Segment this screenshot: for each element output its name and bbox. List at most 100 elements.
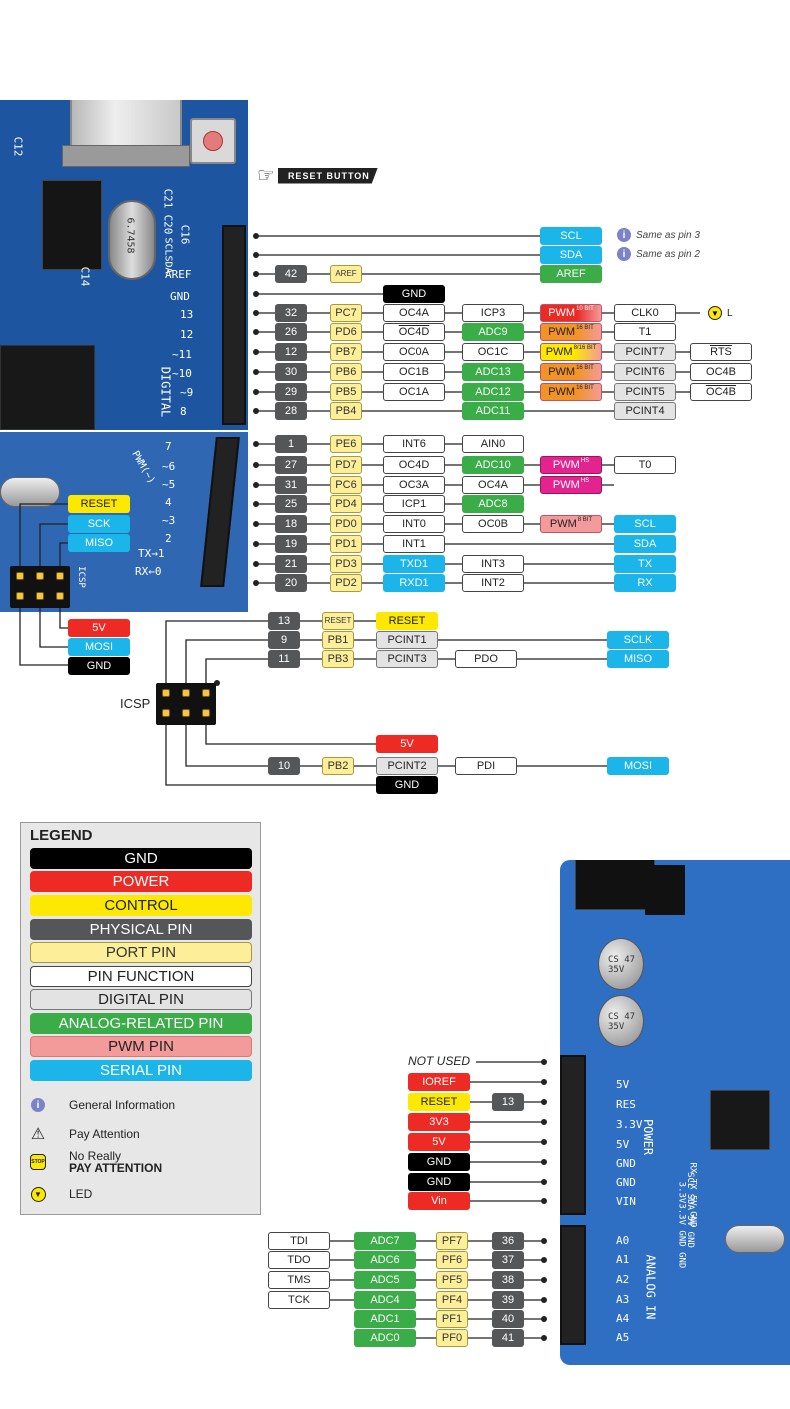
pin9-phys: 29 — [275, 383, 307, 401]
power-reset-phys: 13 — [492, 1093, 524, 1111]
pin9-func3: OC4B — [690, 383, 752, 401]
pin1-port: PD3 — [330, 555, 362, 573]
icsp-miso-digital: PCINT3 — [376, 650, 438, 668]
icsp-mosi-phys: 10 — [268, 757, 300, 775]
mcu-chip — [0, 345, 95, 430]
silk2-5v: 5V — [616, 1078, 630, 1091]
silk-num-8: 8 — [180, 405, 187, 418]
power-header — [560, 1055, 586, 1215]
pin10-digital: PCINT6 — [614, 363, 676, 381]
pin12-func1: OC4D — [383, 323, 445, 341]
legend-serial-pin: SERIAL PIN — [30, 1060, 252, 1081]
icsp-pin — [162, 709, 170, 717]
aref-analog: AREF — [540, 265, 602, 283]
reset-switch — [190, 118, 236, 164]
pin3-serial: SCL — [614, 515, 676, 533]
silk2-num-2: 2 — [165, 532, 172, 545]
icsp-sck-port: PB1 — [322, 631, 354, 649]
icsp-sck-serial: SCLK — [607, 631, 669, 649]
capacitor-2 — [598, 995, 644, 1047]
icsp-small-miso: MISO — [68, 534, 130, 552]
legend-digital-pin: DIGITAL PIN — [30, 989, 252, 1010]
legend-pwm-pin: PWM PIN — [30, 1036, 252, 1057]
analog1-func: TDO — [268, 1251, 330, 1269]
analog1-phys: 37 — [492, 1251, 524, 1269]
legend-led-row: ▼LED — [29, 1185, 92, 1203]
icsp-small-pin — [36, 572, 44, 580]
silk2-res: RES — [616, 1098, 636, 1111]
pin5-func1: OC3A — [383, 476, 445, 494]
icsp-small-pin — [16, 572, 24, 580]
analog0-phys: 36 — [492, 1232, 524, 1250]
pin10-port: PB6 — [330, 363, 362, 381]
pin2-phys: 19 — [275, 535, 307, 553]
pin6-phys: 27 — [275, 456, 307, 474]
pin6-analog: ADC10 — [462, 456, 524, 474]
silk2-num-4: 4 — [165, 496, 172, 509]
icsp-pin — [182, 709, 190, 717]
pin2-port: PD1 — [330, 535, 362, 553]
pin9-digital: PCINT5 — [614, 383, 676, 401]
silk-num-12: 12 — [180, 328, 194, 341]
analog4-port: PF1 — [436, 1310, 468, 1328]
silk-num-9: ~9 — [180, 386, 194, 399]
legend-title: LEGEND — [30, 827, 93, 844]
info-icon: i — [31, 1098, 45, 1112]
icsp-miso-serial: MISO — [607, 650, 669, 668]
icsp-miso-port: PB3 — [322, 650, 354, 668]
aref-port: AREF — [330, 265, 362, 283]
aref-phys: 42 — [275, 265, 307, 283]
legend-physical-pin: PHYSICAL PIN — [30, 919, 252, 940]
led-icon: ▼ — [30, 1186, 46, 1202]
icsp-pin — [202, 689, 210, 697]
icsp-pin — [202, 709, 210, 717]
silk2-a4: A4 — [616, 1312, 630, 1325]
pin9-port: PB5 — [330, 383, 362, 401]
board-bottom-image: CS 47 35V CS 47 35V 5V RES 3.3V 5V GND G… — [560, 860, 790, 1365]
pin12-analog: ADC9 — [462, 323, 524, 341]
pin4-func1: ICP1 — [383, 495, 445, 513]
silk2-num-5: ~5 — [162, 478, 176, 491]
analog2-adc: ADC5 — [354, 1271, 416, 1289]
icsp-sck-digital: PCINT1 — [376, 631, 438, 649]
crystal — [108, 200, 156, 280]
silk2-analog-in: ANALOG IN — [643, 1254, 658, 1320]
pin3-port: PD0 — [330, 515, 362, 533]
info-icon: i — [617, 247, 631, 261]
analog5-adc: ADC0 — [354, 1329, 416, 1347]
pin7-func2: AIN0 — [462, 435, 524, 453]
mcu-chip-2 — [710, 1090, 770, 1150]
pin1-func2: INT3 — [462, 555, 524, 573]
reset-button-label: RESET BUTTON — [277, 167, 378, 184]
silk2-a1: A1 — [616, 1253, 630, 1266]
pin4-phys: 25 — [275, 495, 307, 513]
icsp-small-pin — [56, 592, 64, 600]
icsp-reset-phys: 13 — [268, 612, 300, 630]
pin13-phys: 32 — [275, 304, 307, 322]
power-5v: 5V — [408, 1133, 470, 1151]
power-3v3: 3V3 — [408, 1113, 470, 1131]
digital-header-top — [222, 225, 246, 425]
analog3-phys: 39 — [492, 1291, 524, 1309]
pin2-serial: SDA — [614, 535, 676, 553]
pin9-func1: OC1A — [383, 383, 445, 401]
power-ioref: IOREF — [408, 1073, 470, 1091]
pin13-func3: CLK0 — [614, 304, 676, 322]
analog2-port: PF5 — [436, 1271, 468, 1289]
icsp-sck-phys: 9 — [268, 631, 300, 649]
pin7-phys: 1 — [275, 435, 307, 453]
silk2-a0: A0 — [616, 1234, 630, 1247]
icsp-5v: 5V — [376, 735, 438, 753]
icsp-small-sck: SCK — [68, 515, 130, 533]
silk-num-11: ~11 — [172, 348, 192, 361]
crystal-3 — [725, 1225, 785, 1253]
analog0-func: TDI — [268, 1232, 330, 1250]
pin3-func1: INT0 — [383, 515, 445, 533]
analog5-port: PF0 — [436, 1329, 468, 1347]
analog5-phys: 41 — [492, 1329, 524, 1347]
silk-num-13: 13 — [180, 308, 194, 321]
